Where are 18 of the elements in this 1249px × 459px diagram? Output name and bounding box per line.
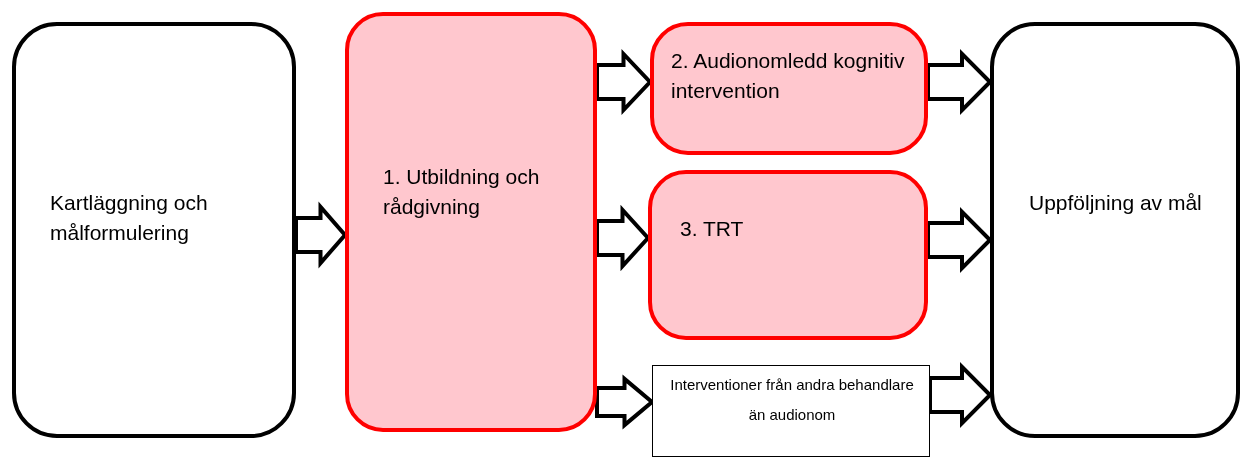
node-label: 2. Audionomledd kognitiv intervention xyxy=(671,48,906,104)
process-box xyxy=(648,170,928,340)
node-label: 3. TRT xyxy=(680,216,745,242)
node-label: 1. Utbildning och rådgivning xyxy=(383,164,541,220)
block-arrow xyxy=(294,201,348,269)
process-box xyxy=(990,22,1240,438)
block-arrow xyxy=(926,49,993,115)
process-box xyxy=(12,22,296,438)
block-arrow xyxy=(595,204,651,272)
block-arrow xyxy=(928,362,993,428)
block-arrow xyxy=(926,207,993,273)
block-arrow xyxy=(595,48,653,116)
process-box xyxy=(345,12,597,432)
note-box xyxy=(652,365,930,457)
node-label: Interventioner från andra behandlare än audionom xyxy=(669,375,915,425)
node-label: Kartläggning och målformulering xyxy=(50,190,209,246)
process-box xyxy=(650,22,928,155)
node-label: Uppföljning av mål xyxy=(1029,190,1203,216)
